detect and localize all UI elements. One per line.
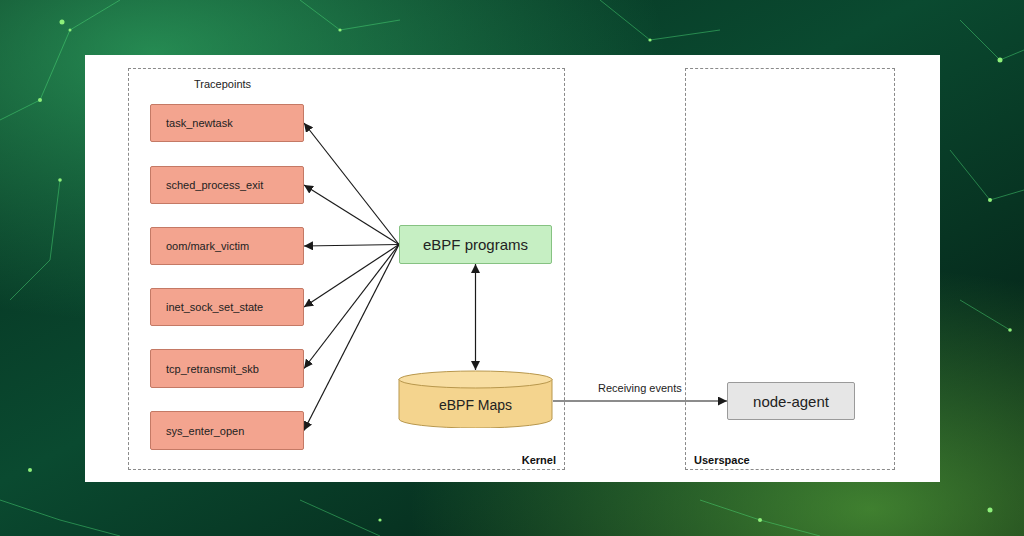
agent-box: node-agent xyxy=(727,382,855,420)
white-panel xyxy=(85,55,940,482)
arrow-connector xyxy=(304,245,399,308)
region-box: Kernel task_newtask sched_process_exit oom/… xyxy=(128,68,565,470)
tracepoint-box: inet_sock_set_state xyxy=(150,288,304,326)
arrow-connector xyxy=(304,185,399,245)
arrow-connector xyxy=(304,245,399,431)
tracepoint-box: oom/mark_victim xyxy=(150,227,304,265)
node-label: inet_sock_set_state xyxy=(166,301,263,313)
arrow-connector xyxy=(304,245,399,369)
process-box: eBPF programs xyxy=(399,225,552,264)
node-label: tcp_retransmit_skb xyxy=(166,363,259,375)
region-box: Userspace node-agent xyxy=(685,68,895,470)
arrow-connector xyxy=(304,123,399,245)
storage-cylinder: eBPF Maps xyxy=(398,370,553,428)
tracepoint-box: sched_process_exit xyxy=(150,166,304,204)
node-label: Kernel xyxy=(522,454,556,466)
node-label: oom/mark_victim xyxy=(166,240,249,252)
node-label: sys_enter_open xyxy=(166,425,244,437)
arrow-connector xyxy=(553,400,727,401)
glow-dots xyxy=(28,20,1012,523)
node-label: eBPF programs xyxy=(423,236,528,253)
group-heading: Tracepoints xyxy=(194,78,251,90)
edge-label: Receiving events xyxy=(596,382,684,394)
tracepoint-box: task_newtask xyxy=(150,104,304,142)
node-label: node-agent xyxy=(753,393,829,410)
arrow-connector xyxy=(304,245,399,247)
tracepoint-box: tcp_retransmit_skb xyxy=(150,349,304,388)
node-label: task_newtask xyxy=(166,117,233,129)
arrow-connector xyxy=(475,264,476,370)
node-label: Userspace xyxy=(694,454,750,466)
cylinder-top xyxy=(399,371,552,388)
node-label: eBPF Maps xyxy=(439,397,512,413)
tracepoint-box: sys_enter_open xyxy=(150,411,304,450)
node-label: sched_process_exit xyxy=(166,179,263,191)
